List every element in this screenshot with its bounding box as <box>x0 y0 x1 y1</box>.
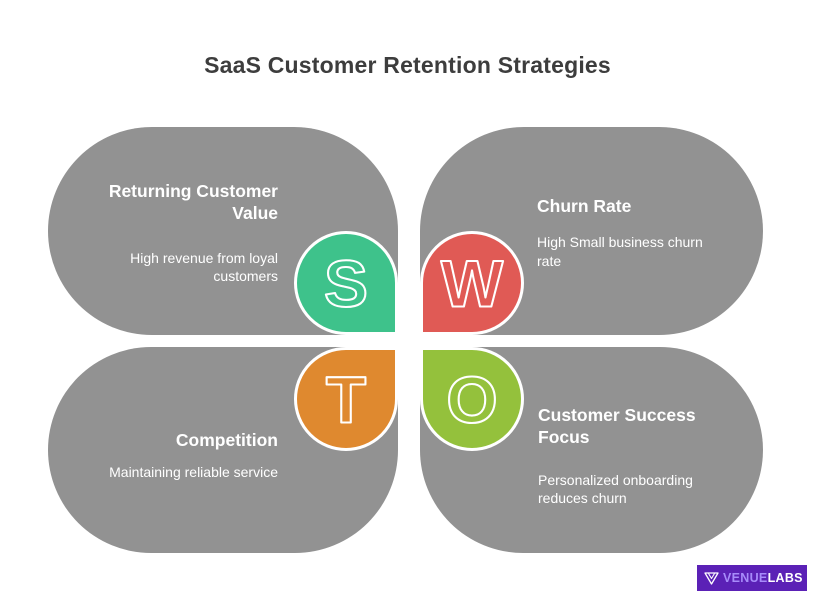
strengths-text-block: Returning Customer Value High revenue fr… <box>96 180 278 286</box>
page-title: SaaS Customer Retention Strategies <box>204 52 611 78</box>
svg-text:W: W <box>441 247 504 321</box>
venuelabs-wordmark-venue: VENUE <box>723 571 768 585</box>
weaknesses-title: Churn Rate <box>537 196 632 216</box>
opportunities-text-block: Customer Success Focus Personalized onbo… <box>538 404 714 508</box>
venuelabs-logo: VENUELABS <box>697 565 807 591</box>
threats-description: Maintaining reliable service <box>109 464 278 481</box>
strengths-title: Returning Customer Value <box>108 181 278 224</box>
svg-text:S: S <box>324 247 368 321</box>
letter-o-outline: O <box>445 362 498 438</box>
threats-title: Competition <box>175 430 278 450</box>
weaknesses-text-block: Churn Rate High Small business churn rat… <box>537 195 723 270</box>
letter-t-outline: T <box>325 362 367 438</box>
opportunities-description: Personalized onboarding reduces churn <box>538 471 693 507</box>
strengths-description: High revenue from loyal customers <box>130 249 278 285</box>
letter-s-outline: S <box>323 246 369 322</box>
svg-text:T: T <box>326 363 366 437</box>
venuelabs-v-icon <box>704 571 719 585</box>
weaknesses-description: High Small business churn rate <box>537 234 703 269</box>
letter-w-outline: W <box>440 246 505 322</box>
venuelabs-wordmark: VENUELABS <box>723 571 803 585</box>
threats-text-block: Competition Maintaining reliable service <box>66 429 278 482</box>
svg-text:O: O <box>446 363 497 437</box>
venuelabs-wordmark-labs: LABS <box>767 571 803 585</box>
opportunities-letter-badge: O <box>420 347 524 451</box>
weaknesses-letter-badge: W <box>420 231 524 335</box>
strengths-letter-badge: S <box>294 231 398 335</box>
opportunities-title: Customer Success Focus <box>538 405 696 448</box>
threats-letter-badge: T <box>294 347 398 451</box>
